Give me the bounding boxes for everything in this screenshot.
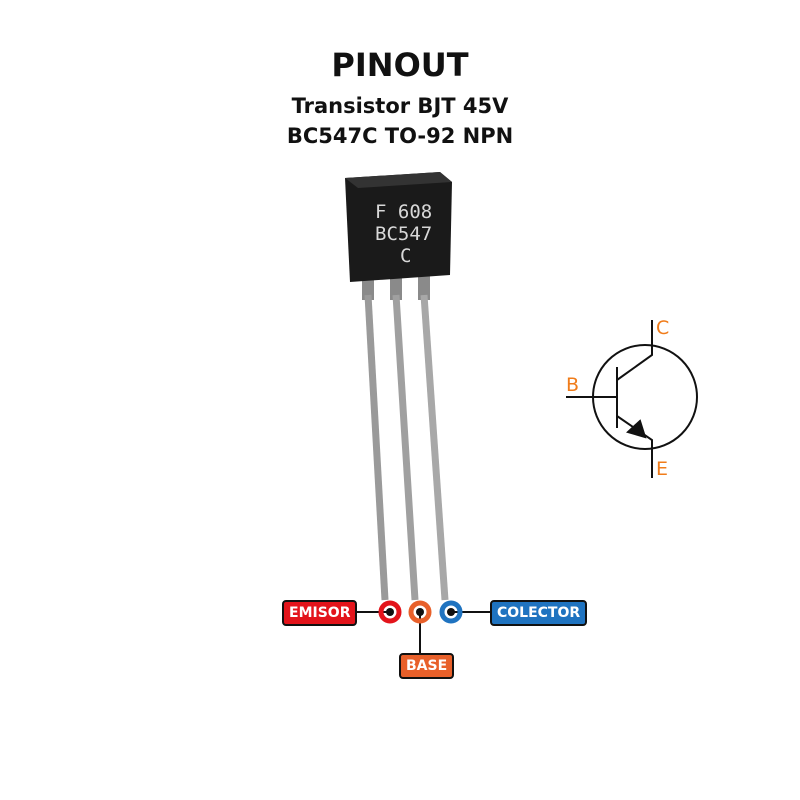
emitter-leg bbox=[364, 294, 389, 601]
symbol-emitter-label: E bbox=[656, 458, 668, 480]
symbol-collector-label: C bbox=[656, 317, 669, 339]
npn-symbol bbox=[566, 320, 698, 478]
page-title: PINOUT bbox=[331, 46, 469, 84]
collector-pin-dot bbox=[439, 600, 463, 624]
base-leg bbox=[392, 294, 419, 601]
transistor-body bbox=[345, 172, 452, 282]
symbol-base-label: B bbox=[566, 374, 579, 396]
marking-line-2: BC547 bbox=[375, 223, 432, 245]
pin-connectors bbox=[345, 600, 495, 655]
emitter-arrow-icon bbox=[626, 419, 647, 439]
emitter-label: EMISOR bbox=[282, 600, 358, 626]
subtitle-line-1: Transistor BJT 45V bbox=[291, 94, 509, 118]
transistor-photo: F 608 BC547 C bbox=[345, 172, 452, 601]
pin-shoulder bbox=[418, 270, 430, 300]
marking-line-3: C bbox=[400, 245, 411, 267]
marking-line-1: F 608 bbox=[375, 201, 432, 223]
collector-label: COLECTOR bbox=[490, 600, 588, 626]
base-pin-dot bbox=[408, 600, 432, 624]
collector-leg bbox=[420, 294, 449, 601]
emitter-pin-dot bbox=[378, 600, 402, 624]
subtitle-line-2: BC547C TO-92 NPN bbox=[286, 124, 514, 148]
base-label: BASE bbox=[399, 653, 455, 679]
body-top bbox=[345, 172, 452, 188]
